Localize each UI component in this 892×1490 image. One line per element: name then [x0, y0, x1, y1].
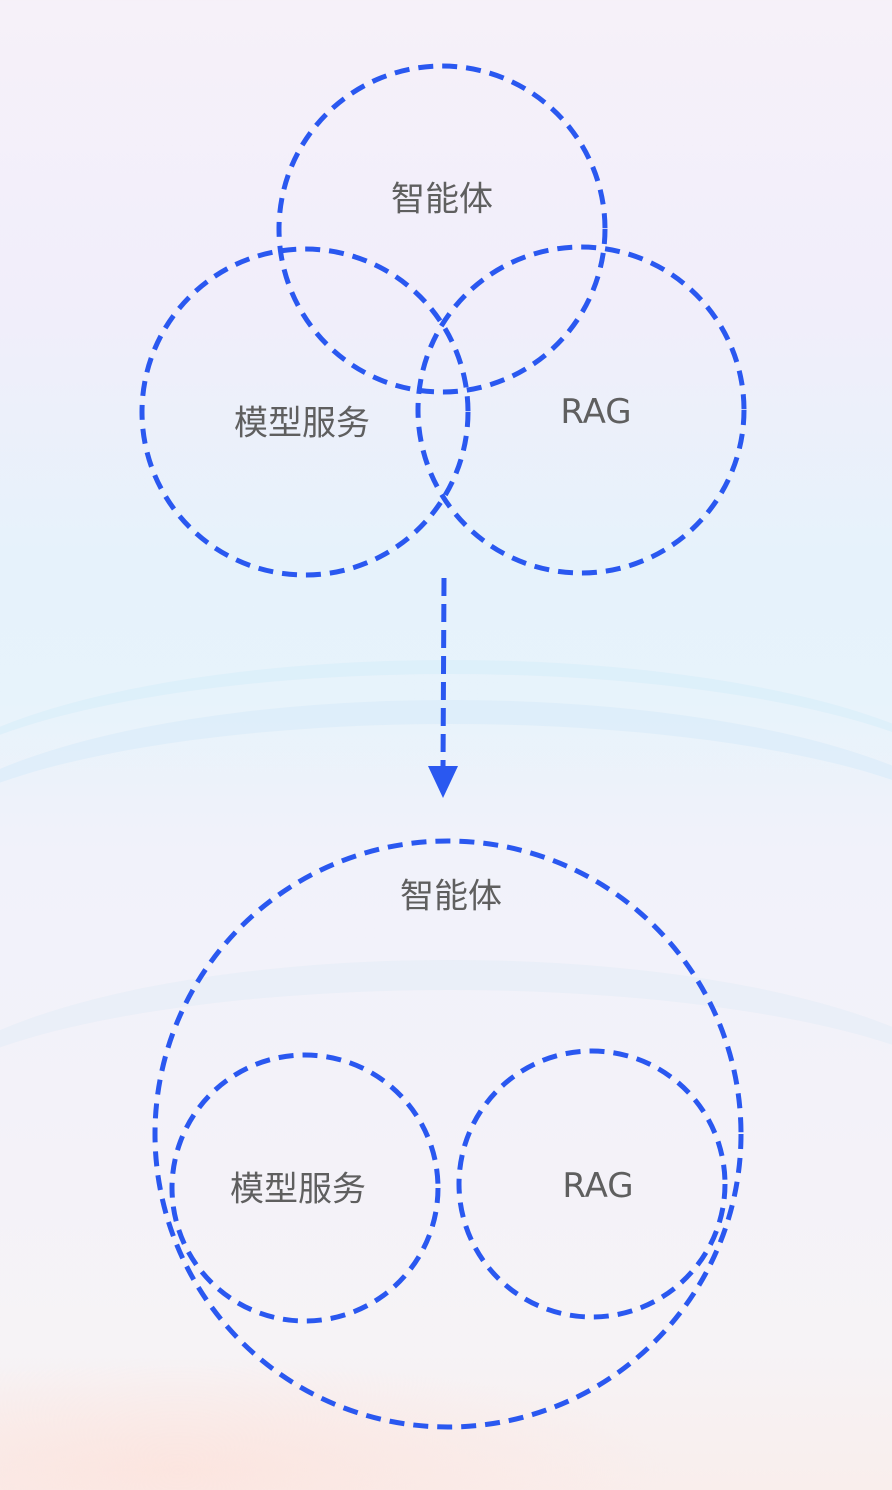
circle-model-service-top [139, 246, 471, 578]
circle-agent-outer [152, 838, 744, 1430]
label-rag-inner: RAG [562, 1166, 634, 1206]
label-model-service-inner: 模型服务 [230, 1169, 366, 1210]
arrow-shaft [440, 577, 447, 771]
circle-rag-inner [456, 1048, 728, 1320]
label-rag-top: RAG [560, 392, 632, 432]
label-agent-top: 智能体 [391, 179, 493, 220]
arrow-down-icon [428, 766, 458, 798]
label-model-service-top: 模型服务 [234, 403, 370, 444]
circle-rag-top [415, 244, 747, 576]
circle-model-service-inner [169, 1052, 441, 1324]
circle-agent-top [276, 63, 608, 395]
label-agent-outer: 智能体 [400, 876, 502, 917]
